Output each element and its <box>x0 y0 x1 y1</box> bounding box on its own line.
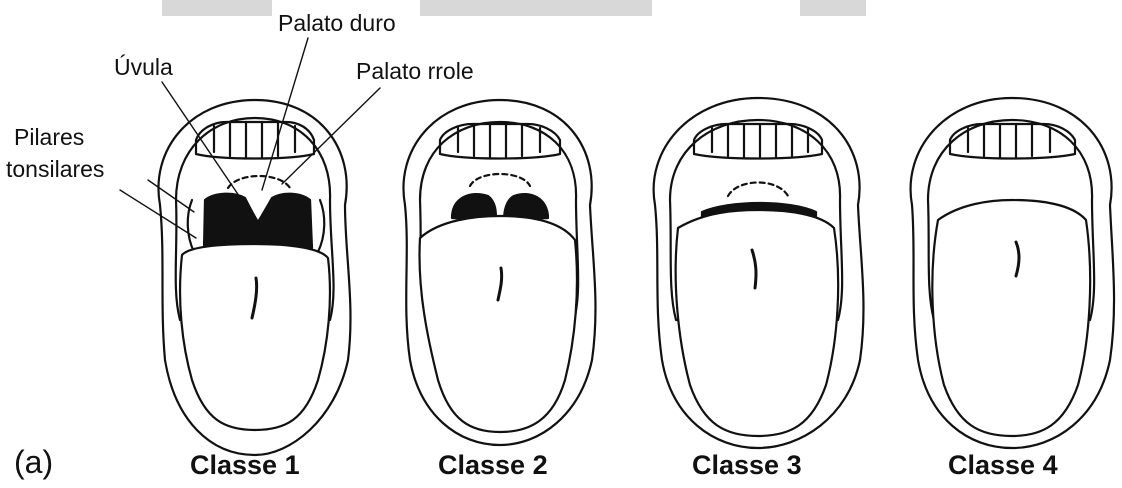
label-pilares-line1: Pilares <box>14 126 84 149</box>
label-uvula: Úvula <box>114 56 173 79</box>
mouth-class-1 <box>158 100 350 455</box>
mouth-class-3 <box>654 98 864 448</box>
mouth-class-2 <box>403 100 595 445</box>
class-3-caption: Classe 3 <box>692 452 802 479</box>
label-pilares-line2: tonsilares <box>6 158 104 181</box>
panel-label: (a) <box>14 446 53 478</box>
label-palato-duro: Palato duro <box>278 12 396 35</box>
mouth-class-4 <box>911 98 1114 448</box>
class-2-caption: Classe 2 <box>438 452 548 479</box>
label-palato-mole: Palato rrole <box>356 60 474 83</box>
class-1-caption: Classe 1 <box>190 452 300 479</box>
class-4-caption: Classe 4 <box>948 452 1058 479</box>
